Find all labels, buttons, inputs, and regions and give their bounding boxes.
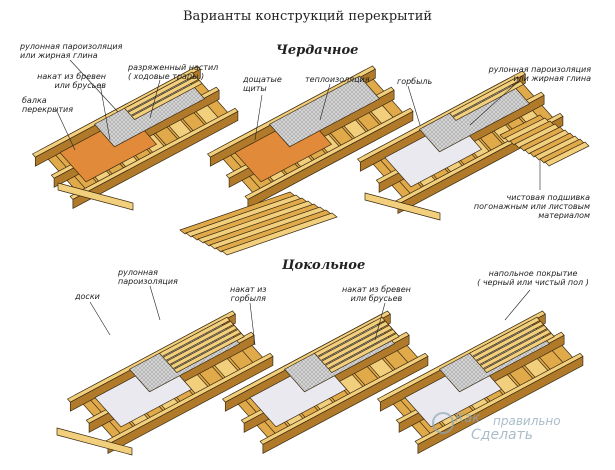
beam-side xyxy=(72,110,239,210)
leader-line xyxy=(149,79,161,119)
deck-board xyxy=(123,71,196,112)
deck-board xyxy=(476,324,548,365)
deck-board xyxy=(483,333,555,374)
deck-board xyxy=(468,316,541,357)
leader-line xyxy=(469,79,521,126)
panel-basement-1 xyxy=(56,310,274,456)
label-sparse-decking: разряженный настил( ходовые трапы ) xyxy=(128,63,219,81)
loose-board xyxy=(56,427,133,456)
section-attic-title: Чердачное xyxy=(276,43,359,58)
beam-side xyxy=(247,110,414,210)
leader-line xyxy=(249,302,256,346)
label-boards: доски xyxy=(75,292,100,301)
watermark-line-3: Сделать xyxy=(471,427,534,443)
deck-board xyxy=(321,324,393,365)
deck-board xyxy=(328,333,400,374)
panel-attic-1 xyxy=(31,65,239,211)
deck-board xyxy=(472,320,544,361)
deck-board xyxy=(131,79,203,120)
ceiling-finish-boards xyxy=(499,114,590,167)
beam-side xyxy=(417,355,584,455)
beam-side xyxy=(107,355,274,455)
loose-board xyxy=(57,182,134,211)
leader-line xyxy=(69,59,119,113)
deck-board xyxy=(158,316,231,357)
label-floor-covering: напольное покрытие( черный или чистый по… xyxy=(477,269,589,287)
insulation-layer xyxy=(268,75,381,148)
leader-line xyxy=(319,83,331,121)
deck-board xyxy=(317,320,389,361)
deck-board xyxy=(169,328,242,369)
deck-board xyxy=(313,316,386,357)
panel-attic-2 xyxy=(206,65,414,210)
leader-line xyxy=(504,289,531,321)
deck-board xyxy=(127,75,199,116)
panel-basement-2 xyxy=(221,310,429,455)
leader-line xyxy=(407,85,421,126)
deck-board xyxy=(173,333,245,374)
leader-line xyxy=(254,94,263,141)
watermark-line-1: Как xyxy=(455,411,481,426)
beam-side xyxy=(262,355,429,455)
deck-board xyxy=(324,328,397,369)
panel-attic-3 xyxy=(356,70,564,221)
deck-board xyxy=(479,328,552,369)
diagram-title: Варианты конструкций перекрытий xyxy=(182,9,433,24)
deck-board xyxy=(166,324,238,365)
watermark-icon xyxy=(432,412,454,434)
deck-board xyxy=(452,80,524,121)
leader-line xyxy=(89,301,111,336)
leader-line xyxy=(374,302,386,341)
panel-basement-3 xyxy=(376,310,584,455)
leader-line xyxy=(54,106,76,151)
finish-board xyxy=(544,141,590,167)
label-slab-boards: горбыль xyxy=(397,77,433,86)
shield-board xyxy=(221,212,338,256)
leader-line xyxy=(149,285,161,321)
leader-line xyxy=(99,83,111,141)
watermark-line-2: правильно xyxy=(493,414,561,428)
loose-board xyxy=(364,192,441,221)
section-basement-title: Цокольное xyxy=(282,258,366,273)
label-insulation: теплоизоляция xyxy=(305,75,370,84)
deck-board xyxy=(162,320,234,361)
board-shield-panel xyxy=(179,191,338,256)
